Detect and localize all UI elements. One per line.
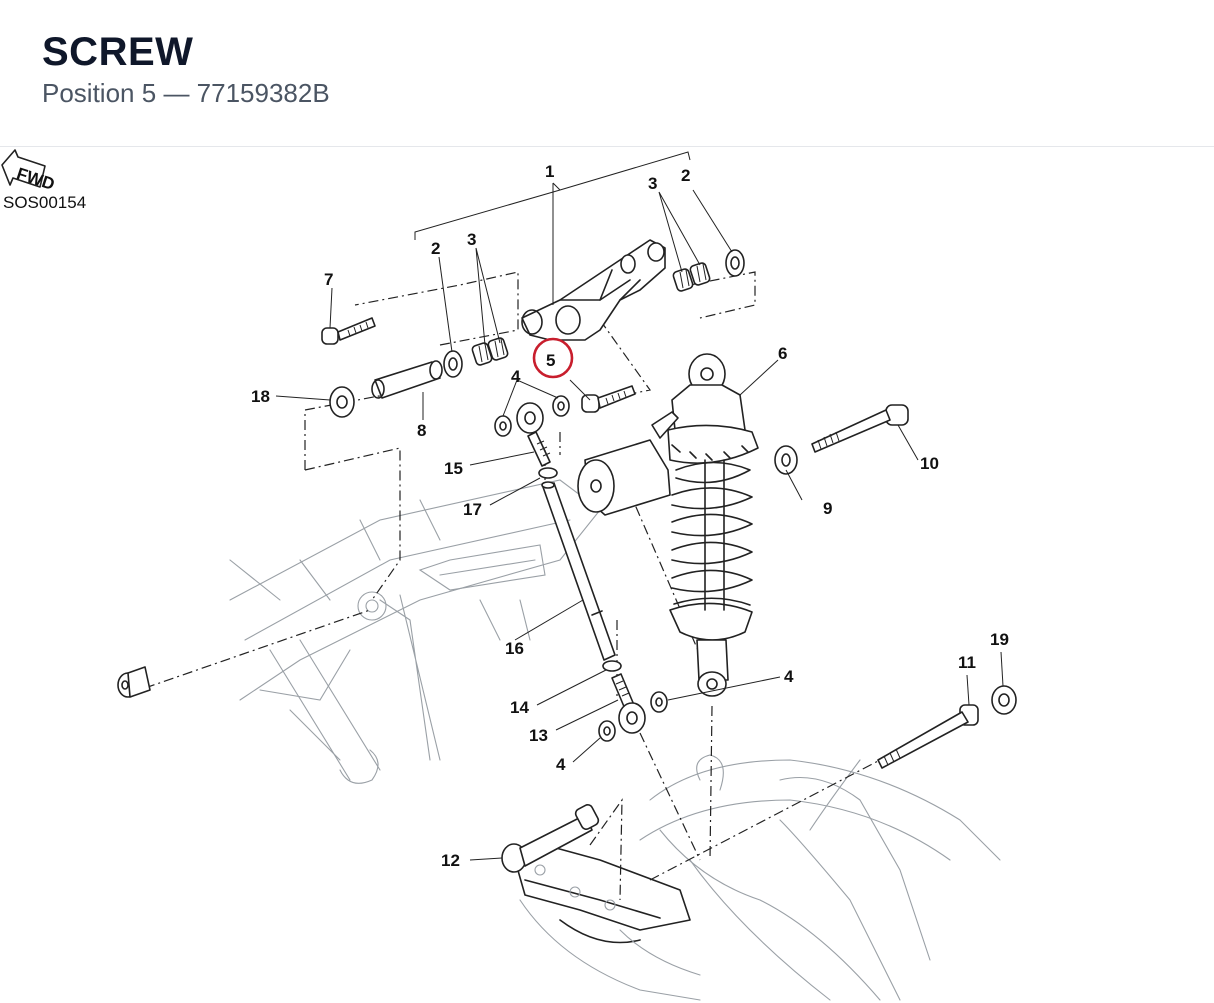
callout-6[interactable]: 6 [778,344,787,363]
part-17-nut [538,467,558,479]
callout-13[interactable]: 13 [529,726,548,745]
part-7-screw [321,317,376,345]
swingarm-fragment [514,844,701,1001]
part-9-washer [774,445,798,475]
part-2-washer-right [725,249,745,277]
callout-3-left[interactable]: 3 [467,230,476,249]
part-8-spacer [371,360,443,399]
frame-rear-left [229,479,601,784]
callout-18[interactable]: 18 [251,387,270,406]
frame-end-bushing [117,666,151,698]
part-19-nut [991,685,1017,715]
frame-front-right [639,754,1001,1001]
callout-5[interactable]: 5 [546,351,555,370]
part-13-rod-end [611,673,646,734]
part-15-rod-end [516,402,551,467]
highlight-circle [532,337,574,379]
callout-16[interactable]: 16 [505,639,524,658]
callout-8[interactable]: 8 [417,421,426,440]
callout-9[interactable]: 9 [823,499,832,518]
callout-12[interactable]: 12 [441,851,460,870]
callout-14[interactable]: 14 [510,698,529,717]
part-2-washer-left [443,350,463,378]
callout-3-right[interactable]: 3 [648,174,657,193]
fwd-label: FWD [14,164,57,194]
part-3-bearings-left [471,337,509,366]
part-5-screw [581,385,636,413]
position-number: 5 [141,78,157,108]
callout-17[interactable]: 17 [463,500,482,519]
page-subtitle: Position 5 — 77159382B [42,78,330,109]
position-label: Position [42,78,135,108]
page-header: SCREW Position 5 — 77159382B [0,0,1214,147]
callout-labels: 1 2 2 3 3 4 4 4 5 6 7 8 9 10 11 12 13 14… [251,162,1009,870]
callout-4-bottom[interactable]: 4 [556,755,566,774]
callout-1[interactable]: 1 [545,162,554,181]
callout-2-right[interactable]: 2 [681,166,690,185]
page-title: SCREW [42,30,194,74]
callout-4-right[interactable]: 4 [784,667,794,686]
exploded-parts-diagram: FWD SOS00154 1 2 2 3 3 4 4 4 5 6 7 8 9 1… [1,149,1017,1001]
part-16-tie-rod [541,481,616,661]
part-4-bushings-top [494,395,570,437]
callout-2-left[interactable]: 2 [431,239,440,258]
leader-lines [275,151,1004,861]
part-11-long-bolt [877,704,979,769]
part-4-bushings-bottom [598,691,668,742]
part-10-bolt [811,404,909,453]
callout-19[interactable]: 19 [990,630,1009,649]
part-number: 77159382B [196,78,330,108]
diagram-code: SOS00154 [3,193,86,212]
part-3-bearings-right [672,262,711,292]
callout-11[interactable]: 11 [958,653,976,672]
part-18-washer [329,386,355,418]
callout-15[interactable]: 15 [444,459,463,478]
callout-4-top[interactable]: 4 [511,367,521,386]
part-14-nut [602,660,622,672]
fwd-arrow-icon: FWD [1,149,57,194]
callout-7[interactable]: 7 [324,270,333,289]
part-1-rocker-link [521,239,666,341]
part-12-pivot-pin [501,804,600,873]
part-6-shock-absorber [577,353,759,697]
subtitle-separator: — [163,78,190,108]
callout-10[interactable]: 10 [920,454,939,473]
